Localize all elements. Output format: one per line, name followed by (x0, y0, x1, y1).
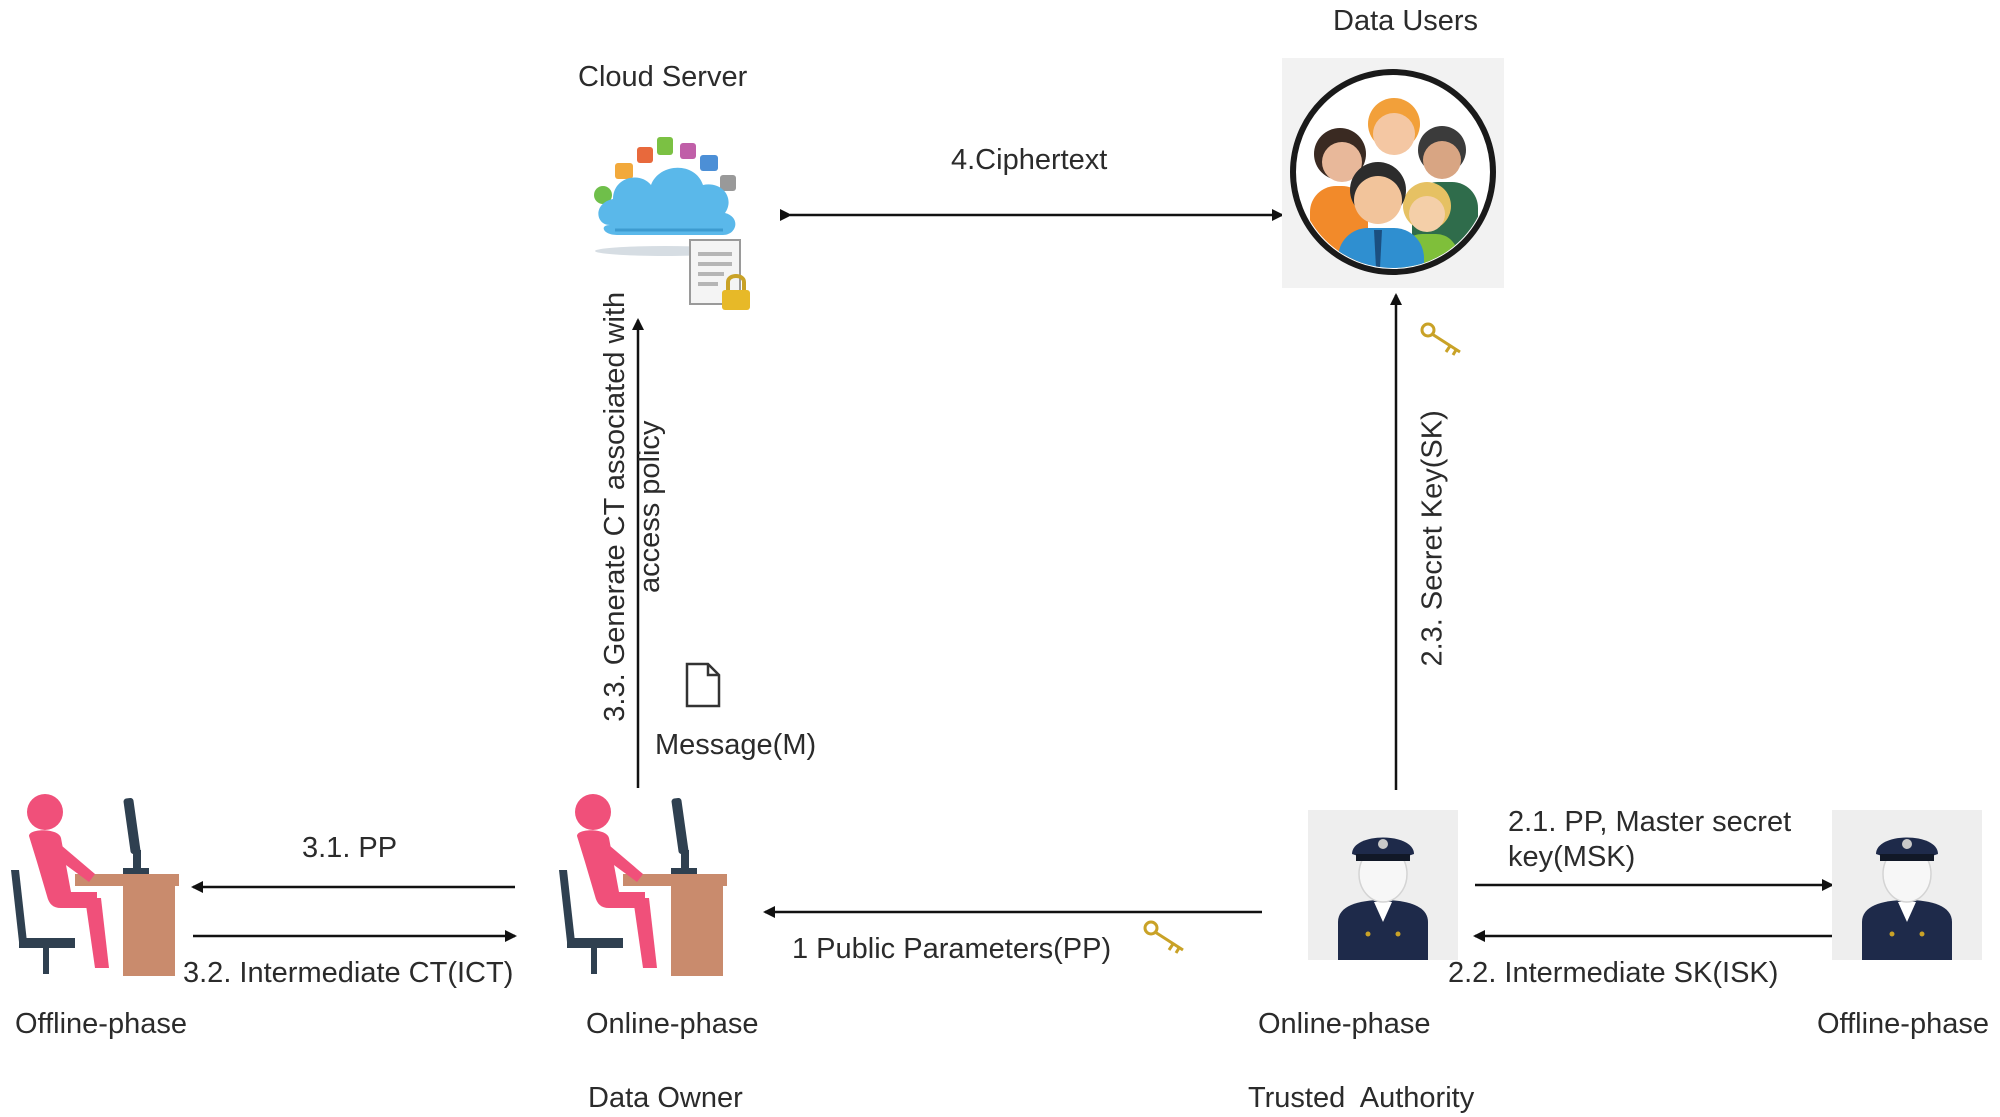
locked-document-icon (689, 239, 750, 310)
public-parameters-label: 1 Public Parameters(PP) (792, 933, 1112, 965)
data-owner-label: Data Owner (588, 1082, 743, 1114)
ciphertext-label: 4.Ciphertext (951, 144, 1108, 176)
intermediate-sk-label: 2.2. Intermediate SK(ISK) (1448, 957, 1779, 989)
cloud-server-label: Cloud Server (578, 61, 748, 93)
message-label: Message(M) (655, 729, 817, 761)
generate-ct-label: 3.3. Generate CT associated with access … (598, 247, 668, 767)
person-at-computer-icon (559, 794, 727, 976)
intermediate-ct-label: 3.2. Intermediate CT(ICT) (183, 957, 514, 989)
police-officer-icon (1308, 810, 1458, 960)
document-icon (685, 662, 721, 708)
secret-key-label: 2.3. Secret Key(SK) (1416, 410, 1449, 667)
pp-label: 3.1. PP (302, 832, 398, 864)
generate-ct-label-line2: access policy (634, 420, 666, 594)
police-officer-icon (1832, 810, 1982, 960)
key-icon (1143, 920, 1184, 954)
pp-msk-label: 2.1. PP, Master secret key(MSK) (1508, 805, 1791, 875)
data-users-group-icon (1282, 58, 1504, 288)
ta-offline-label: Offline-phase (1817, 1008, 1989, 1040)
pp-msk-label-line1: 2.1. PP, Master secret (1508, 806, 1792, 838)
person-at-computer-icon (11, 794, 179, 976)
generate-ct-label-line1: 3.3. Generate CT associated with (599, 291, 632, 722)
owner-online-label: Online-phase (586, 1008, 759, 1040)
owner-offline-label: Offline-phase (15, 1008, 187, 1040)
ta-online-label: Online-phase (1258, 1008, 1431, 1040)
trusted-authority-label: Trusted Authority (1248, 1082, 1475, 1114)
data-users-label: Data Users (1333, 5, 1479, 37)
pp-msk-label-line2: key(MSK) (1508, 840, 1636, 873)
key-icon (1420, 322, 1461, 356)
